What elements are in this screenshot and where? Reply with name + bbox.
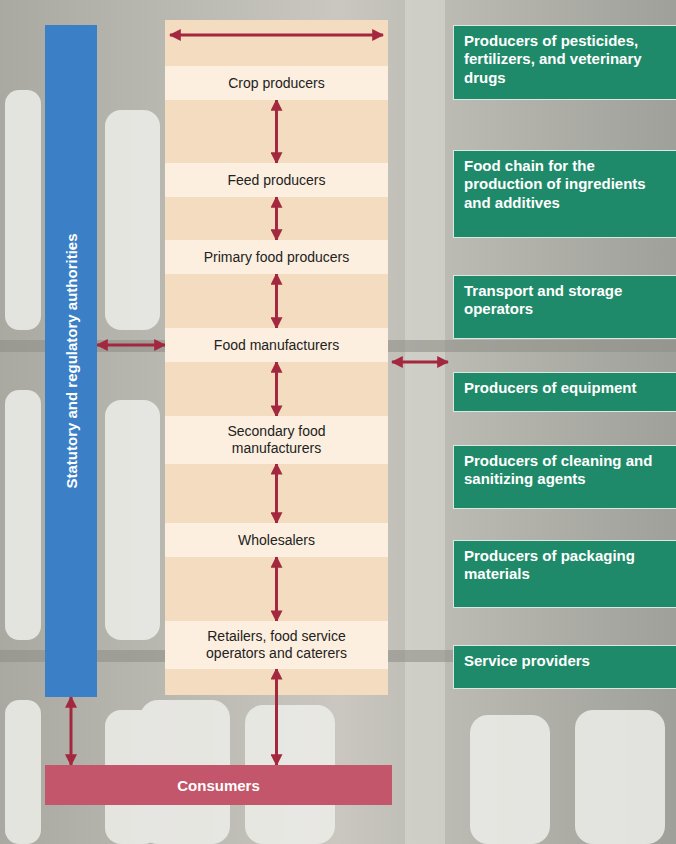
chain-stage-box: Food manufacturers	[165, 328, 388, 362]
double-arrow	[97, 344, 165, 347]
double-arrow	[70, 697, 73, 765]
supplier-box: Producers of equipment	[453, 372, 676, 412]
double-arrow	[275, 669, 278, 765]
double-arrow	[275, 557, 278, 621]
node-label: Producers of equipment	[464, 379, 666, 397]
chain-stage-box: Primary food producers	[165, 240, 388, 274]
node-label: Consumers	[177, 777, 260, 794]
supplier-box: Transport and storage operators	[453, 275, 676, 339]
supplier-box: Food chain for the production of ingredi…	[453, 150, 676, 238]
supplier-box: Producers of pesticides, fertilizers, an…	[453, 25, 676, 100]
node-label: Food manufacturers	[214, 337, 339, 354]
node-label: Transport and storage operators	[464, 282, 666, 319]
chain-stage-box: Feed producers	[165, 163, 388, 197]
supplier-box: Service providers	[453, 645, 676, 689]
node-label: Producers of cleaning and sanitizing age…	[464, 452, 666, 489]
chain-stage-box: Secondary food manufacturers	[165, 416, 388, 464]
chain-stage-box: Crop producers	[165, 66, 388, 100]
double-arrow	[275, 464, 278, 523]
supplier-box: Producers of packaging materials	[453, 540, 676, 608]
node-label: Statutory and regulatory authorities	[63, 233, 80, 488]
chain-stage-box: Wholesalers	[165, 523, 388, 557]
node-label: Wholesalers	[238, 532, 315, 549]
authority-bar: Statutory and regulatory authorities	[45, 25, 97, 697]
double-arrow	[275, 362, 278, 416]
supplier-box: Producers of cleaning and sanitizing age…	[453, 445, 676, 509]
node-label: Food chain for the production of ingredi…	[464, 157, 666, 212]
node-label: Crop producers	[228, 75, 325, 92]
node-label: Primary food producers	[204, 249, 350, 266]
chain-stage-box: Retailers, food service operators and ca…	[165, 621, 388, 669]
node-label: Retailers, food service operators and ca…	[177, 628, 376, 662]
node-label: Secondary food manufacturers	[203, 423, 350, 457]
consumer-bar: Consumers	[45, 765, 392, 805]
node-label: Service providers	[464, 652, 666, 670]
double-arrow	[275, 274, 278, 328]
node-label: Producers of packaging materials	[464, 547, 666, 584]
node-label: Producers of pesticides, fertilizers, an…	[464, 32, 666, 87]
double-arrow	[275, 197, 278, 240]
node-label: Feed producers	[227, 172, 325, 189]
double-arrow	[275, 100, 278, 163]
